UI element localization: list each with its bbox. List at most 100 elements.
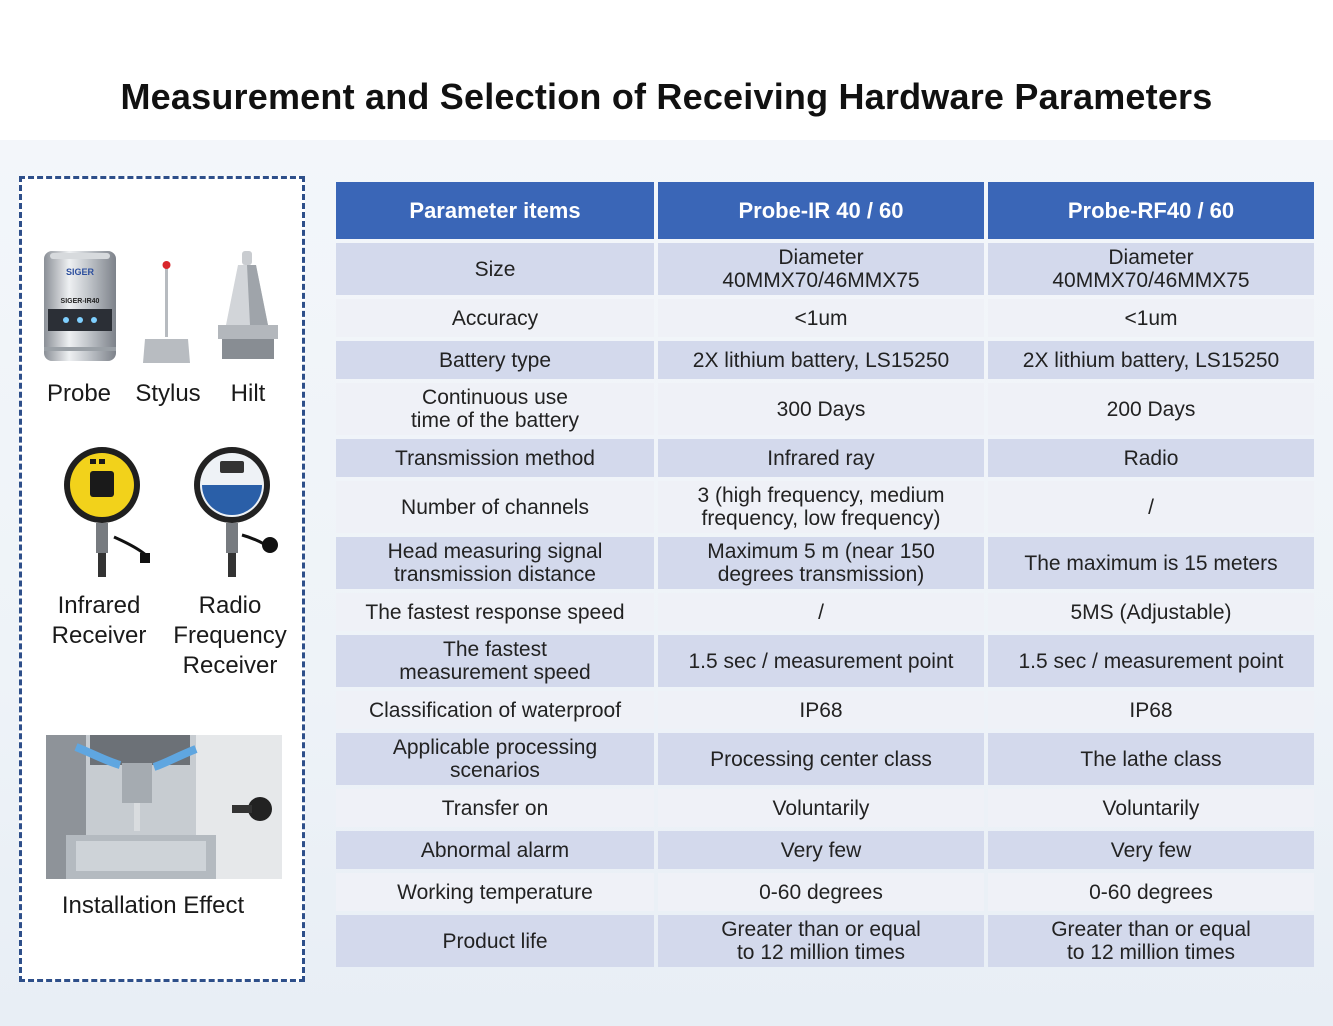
header-probe-rf: Probe-RF40 / 60 (988, 182, 1314, 239)
installation-caption: Installation Effect (61, 892, 245, 919)
probe-ir-cell-line: 40MMX70/46MMX75 (722, 269, 920, 292)
stylus-caption: Stylus (135, 380, 201, 407)
probe-ir-cell: 2X lithium battery, LS15250 (658, 341, 984, 379)
probe-ir-cell: <1um (658, 299, 984, 337)
probe-rf-cell: Voluntarily (988, 789, 1314, 827)
infrared-receiver-image (52, 445, 152, 585)
probe-rf-cell-line: <1um (1124, 306, 1178, 330)
probe-caption: Probe (46, 380, 112, 407)
probe-ir-cell: 0-60 degrees (658, 873, 984, 911)
table-header-row: Parameter items Probe-IR 40 / 60 Probe-R… (336, 182, 1314, 239)
probe-ir-cell-line: Voluntarily (772, 796, 870, 820)
probe-ir-cell-line: frequency, low frequency) (701, 507, 941, 530)
param-cell: Working temperature (336, 873, 654, 911)
probe-ir-cell-line: / (818, 600, 824, 624)
probe-ir-cell-line: 300 Days (776, 397, 866, 421)
table-row: The fastest response speed / 5MS (Adjustab… (336, 593, 1314, 631)
probe-rf-cell: Very few (988, 831, 1314, 869)
probe-ir-cell: 1.5 sec / measurement point (658, 635, 984, 687)
param-cell-line: scenarios (450, 759, 540, 782)
table-row: Working temperature 0-60 degrees 0-60 degr… (336, 873, 1314, 911)
param-cell-line: Transfer on (441, 796, 549, 820)
param-cell: Battery type (336, 341, 654, 379)
param-cell-line: Size (474, 257, 516, 281)
probe-rf-cell: The maximum is 15 meters (988, 537, 1314, 589)
probe-rf-cell-line: Greater than or equal (1051, 918, 1251, 941)
probe-rf-cell: IP68 (988, 691, 1314, 729)
probe-rf-cell: 0-60 degrees (988, 873, 1314, 911)
param-cell-line: Number of channels (401, 495, 589, 519)
probe-ir-cell-line: to 12 million times (736, 941, 906, 964)
table-row: Transmission method Infrared ray Radio (336, 439, 1314, 477)
param-cell: The fastest response speed (336, 593, 654, 631)
probe-ir-cell: 300 Days (658, 383, 984, 435)
probe-rf-cell: The lathe class (988, 733, 1314, 785)
param-cell: Abnormal alarm (336, 831, 654, 869)
infrared-receiver-caption-line: Infrared (57, 592, 141, 619)
probe-rf-cell-line: IP68 (1129, 698, 1173, 722)
probe-ir-cell-line: Greater than or equal (721, 918, 921, 941)
param-cell: Size (336, 243, 654, 295)
param-cell: Number of channels (336, 481, 654, 533)
param-cell-line: measurement speed (399, 661, 591, 684)
probe-ir-cell-line: degrees transmission) (717, 563, 925, 586)
probe-rf-cell-line: 5MS (Adjustable) (1070, 600, 1232, 624)
param-cell-line: The fastest (443, 638, 547, 661)
probe-ir-cell-line: Infrared ray (767, 446, 875, 470)
probe-rf-cell-line: Radio (1123, 446, 1179, 470)
probe-rf-cell-line: to 12 million times (1066, 941, 1236, 964)
parameter-table: Parameter items Probe-IR 40 / 60 Probe-R… (332, 178, 1318, 971)
hilt-image (208, 247, 288, 365)
probe-ir-cell-line: 0-60 degrees (759, 880, 883, 904)
table-row: Accuracy<1um<1um (336, 299, 1314, 337)
table-row: Classification of waterproof IP68 IP68 (336, 691, 1314, 729)
probe-rf-cell-line: Diameter (1108, 246, 1194, 269)
param-cell-line: Working temperature (397, 880, 593, 904)
probe-ir-cell-line: 2X lithium battery, LS15250 (692, 348, 950, 372)
radio-receiver-caption-line: Receiver (182, 652, 278, 679)
param-cell: Transmission method (336, 439, 654, 477)
param-cell-line: time of the battery (410, 409, 580, 432)
param-cell-line: Applicable processing (392, 736, 598, 759)
hardware-panel: SIGER SIGER-IR40 Probe Stylus Hilt (19, 176, 305, 982)
probe-rf-cell-line: / (1148, 495, 1154, 519)
probe-rf-cell-line: 1.5 sec / measurement point (1018, 649, 1284, 673)
probe-ir-cell: Infrared ray (658, 439, 984, 477)
header-parameter-items: Parameter items (336, 182, 654, 239)
param-cell-line: Continuous use (422, 386, 568, 409)
param-cell-line: Transmission method (395, 446, 595, 470)
probe-rf-cell: <1um (988, 299, 1314, 337)
radio-receiver-caption-line: Radio (198, 592, 262, 619)
probe-ir-cell: Very few (658, 831, 984, 869)
table-row: Transfer on Voluntarily Voluntarily (336, 789, 1314, 827)
probe-ir-cell-line: Diameter (778, 246, 864, 269)
param-cell-line: Classification of waterproof (368, 698, 622, 722)
hilt-caption: Hilt (230, 380, 266, 407)
param-cell-line: Battery type (438, 348, 552, 372)
probe-ir-cell-line: IP68 (799, 698, 843, 722)
probe-ir-cell-line: Very few (780, 838, 862, 862)
probe-rf-cell-line: Voluntarily (1102, 796, 1200, 820)
probe-rf-cell: 1.5 sec / measurement point (988, 635, 1314, 687)
radio-receiver-caption: Radio Frequency Receiver (162, 591, 298, 681)
stylus-image (142, 257, 192, 365)
param-cell: Transfer on (336, 789, 654, 827)
probe-rf-cell: / (988, 481, 1314, 533)
radio-receiver-image (186, 445, 286, 585)
radio-receiver-caption-line: Frequency (173, 622, 287, 649)
param-cell: Accuracy (336, 299, 654, 337)
param-cell-line: Product life (442, 929, 548, 953)
probe-ir-cell-line: 3 (high frequency, medium (697, 484, 945, 507)
